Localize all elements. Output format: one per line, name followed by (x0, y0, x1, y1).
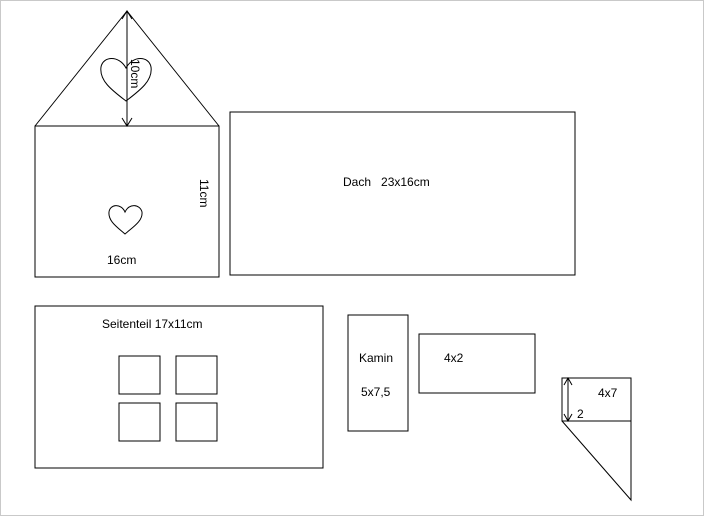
chimney-side-slant (561, 420, 632, 502)
chimney-side-height-label: 2 (577, 407, 584, 421)
chimney-side-piece: 4x7 2 (561, 376, 632, 502)
chimney-side-arrowhead-bottom (563, 413, 573, 423)
roof-panel-label: Dach 23x16cm (343, 175, 430, 189)
chimney-side-arrowhead-top (563, 376, 573, 386)
heart-icon (108, 205, 143, 235)
side-panel-piece: Seitenteil 17x11cm (34, 305, 324, 469)
roof-panel-piece: Dach 23x16cm (229, 111, 576, 276)
heart-icon (100, 58, 152, 102)
chimney-side-top-rect (561, 377, 632, 422)
front-wall-width-label: 16cm (107, 253, 136, 267)
roof-height-arrowhead-bottom (121, 117, 133, 127)
front-wall-piece: 10cm 11cm 16cm (34, 10, 220, 278)
chimney-front-size-label: 5x7,5 (361, 385, 391, 399)
chimney-front-name-label: Kamin (359, 351, 393, 365)
chimney-side-label: 4x7 (598, 386, 618, 400)
side-panel-rect (34, 305, 324, 469)
chimney-front-piece: Kamin 5x7,5 (347, 314, 409, 432)
roof-panel-rect (229, 111, 576, 276)
roof-height-label: 10cm (128, 59, 142, 88)
front-wall-height-label: 11cm (197, 179, 211, 207)
window-pane-bottom-left (118, 402, 161, 442)
chimney-small-rect (418, 333, 536, 394)
window-pane-top-left (118, 355, 161, 395)
chimney-small-label: 4x2 (444, 351, 464, 365)
side-panel-label: Seitenteil 17x11cm (102, 317, 203, 331)
roof-height-arrowhead-top (121, 10, 133, 20)
window-pane-bottom-right (175, 402, 218, 442)
chimney-small-piece: 4x2 (418, 333, 536, 394)
chimney-front-rect (347, 314, 409, 432)
window-pane-top-right (175, 355, 218, 395)
